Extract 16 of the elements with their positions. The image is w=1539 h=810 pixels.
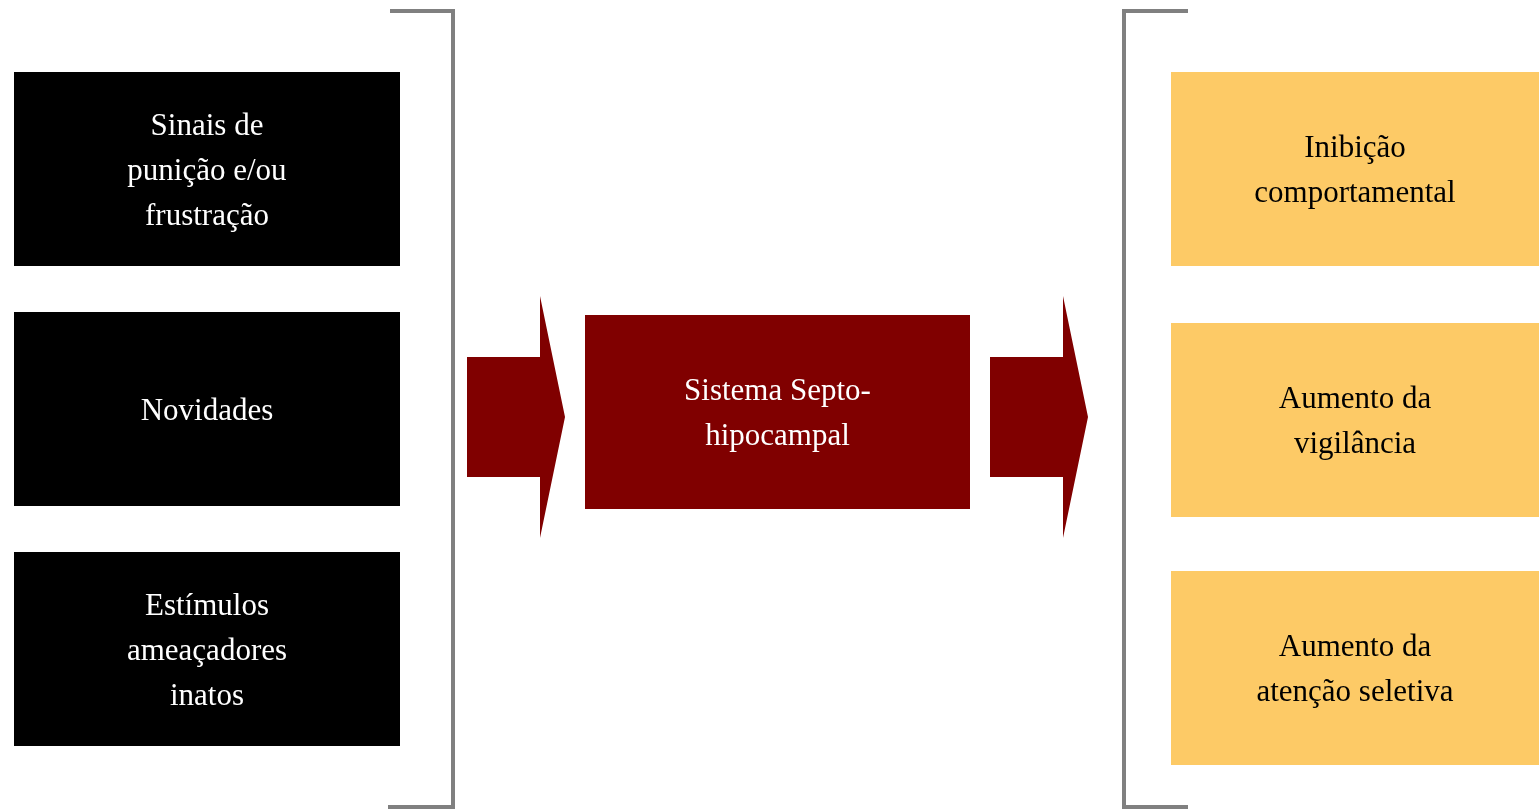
- box-text: Novidades: [140, 390, 274, 429]
- box-text: Aumento da atenção seletiva: [1255, 627, 1455, 710]
- text-box: [14, 552, 400, 746]
- text-box: [585, 315, 970, 509]
- box-text: Aumento da vigilância: [1277, 379, 1433, 462]
- block-arrow: [990, 296, 1088, 538]
- box-text: Sinais de punição e/ou frustração: [126, 105, 288, 234]
- text-box: [14, 312, 400, 506]
- text-box: [1171, 72, 1539, 266]
- box-text: Sistema Septo-hipocampal: [683, 371, 872, 454]
- text-box: [1171, 323, 1539, 517]
- text-box: [1171, 571, 1539, 765]
- block-arrow: [467, 296, 565, 538]
- text-box: [14, 72, 400, 266]
- box-text: Inibição comportamental: [1253, 128, 1457, 211]
- box-text: Estímulos ameaçadores inatos: [125, 585, 289, 714]
